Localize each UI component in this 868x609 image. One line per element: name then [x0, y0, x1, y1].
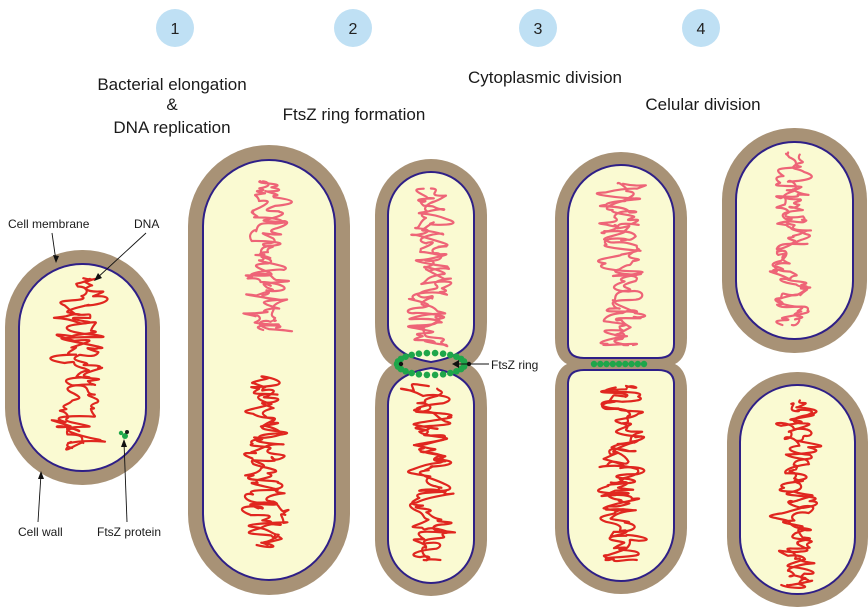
ftsz-dot — [597, 361, 603, 367]
label-ftsz-protein: FtsZ protein — [97, 525, 161, 539]
cell-1 — [5, 250, 160, 485]
ftsz-dot — [402, 353, 409, 360]
ftsz-dot — [641, 361, 647, 367]
ftsz-ring-flat — [591, 361, 647, 367]
cell-3 — [375, 159, 487, 596]
ftsz-dot — [453, 368, 460, 375]
title-celular-division: Celular division — [645, 95, 760, 114]
ftsz-dot — [408, 352, 415, 359]
ftsz-dot — [628, 361, 634, 367]
ftsz-dot — [610, 361, 616, 367]
step-2-marker: 2 — [334, 9, 372, 47]
step-2-number: 2 — [349, 21, 358, 38]
step-3-number: 3 — [534, 21, 543, 38]
ftsz-dot — [416, 371, 423, 378]
ftsz-dot — [424, 372, 431, 379]
ftsz-dot — [440, 371, 447, 378]
title-ampersand: & — [166, 95, 178, 114]
cell-3-membrane-bottom — [388, 368, 474, 583]
ftsz-dot — [635, 361, 641, 367]
step-4-number: 4 — [697, 21, 706, 38]
label-ftsz-ring: FtsZ ring — [491, 358, 538, 372]
title-bacterial-elongation: Bacterial elongation — [97, 75, 246, 94]
cell-wall-pointer — [38, 471, 44, 522]
ftsz-dot — [440, 350, 447, 357]
ftsz-dot — [447, 352, 454, 359]
cell-6 — [727, 372, 868, 607]
label-cell-wall: Cell wall — [18, 525, 63, 539]
cell-2 — [188, 145, 350, 595]
ftsz-dot — [591, 361, 597, 367]
title-cytoplasmic-division: Cytoplasmic division — [468, 68, 622, 87]
ftsz-dot — [447, 370, 454, 377]
cell-5 — [722, 128, 867, 353]
step-4-marker: 4 — [682, 9, 720, 47]
step-3-marker: 3 — [519, 9, 557, 47]
title-ftsz-ring-formation: FtsZ ring formation — [283, 105, 426, 124]
ftsz-dot — [622, 361, 628, 367]
title-dna-replication: DNA replication — [113, 118, 230, 137]
ftsz-dot — [432, 372, 439, 379]
ftsz-dot — [416, 350, 423, 357]
ftsz-dot — [616, 361, 622, 367]
step-1-number: 1 — [171, 21, 180, 38]
ftsz-dot — [603, 361, 609, 367]
ftsz-dot — [424, 350, 431, 357]
ftsz-dot — [432, 350, 439, 357]
cell-4 — [555, 152, 687, 594]
ftsz-dot — [408, 370, 415, 377]
ftsz-ring-left-marker — [399, 362, 403, 366]
label-dna: DNA — [134, 217, 159, 231]
step-1-marker: 1 — [156, 9, 194, 47]
label-cell-membrane: Cell membrane — [8, 217, 90, 231]
